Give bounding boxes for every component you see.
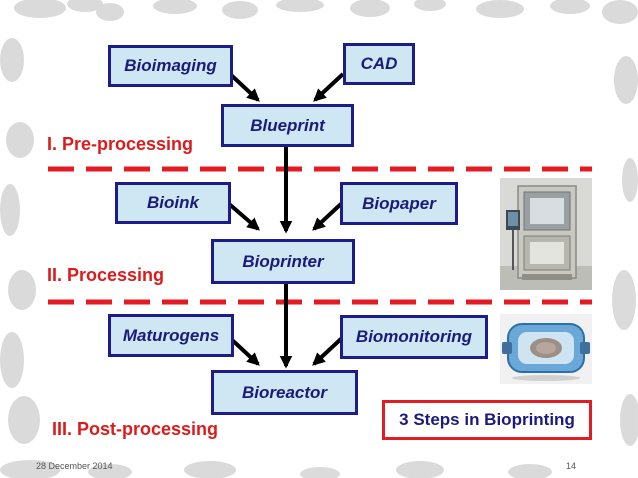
- bioreactor-device-image: [500, 314, 592, 384]
- arrow-cad-to-blueprint: [313, 72, 345, 102]
- node-bioreactor: Bioreactor: [211, 370, 358, 415]
- arrow-biomonitoring-to-bioreactor: [312, 336, 344, 366]
- node-bioink: Bioink: [115, 182, 231, 224]
- node-bioimaging: Bioimaging: [108, 45, 233, 87]
- node-biomonitoring: Biomonitoring: [340, 315, 488, 359]
- stage-label-pre-processing: I. Pre-processing: [47, 134, 194, 154]
- node-cad: CAD: [343, 43, 415, 85]
- arrow-biopaper-to-bioprinter: [312, 201, 344, 231]
- stage-label-post-processing: III. Post-processing: [52, 419, 219, 439]
- arrow-bioimaging-to-blueprint: [228, 72, 260, 102]
- stage-label-processing: II. Processing: [47, 265, 165, 285]
- node-bioprinter: Bioprinter: [211, 239, 355, 284]
- arrow-maturogens-to-bioreactor: [228, 336, 260, 366]
- arrow-bioink-to-bioprinter: [226, 201, 260, 231]
- node-blueprint: Blueprint: [221, 104, 354, 147]
- callout-three-steps: 3 Steps in Bioprinting: [382, 400, 592, 440]
- footer-date: 28 December 2014: [36, 461, 113, 471]
- node-biopaper: Biopaper: [340, 182, 458, 225]
- flow-diagram: [48, 72, 592, 369]
- node-maturogens: Maturogens: [108, 314, 234, 357]
- page-number: 14: [566, 461, 577, 471]
- bioprinter-machine-image: [500, 178, 592, 290]
